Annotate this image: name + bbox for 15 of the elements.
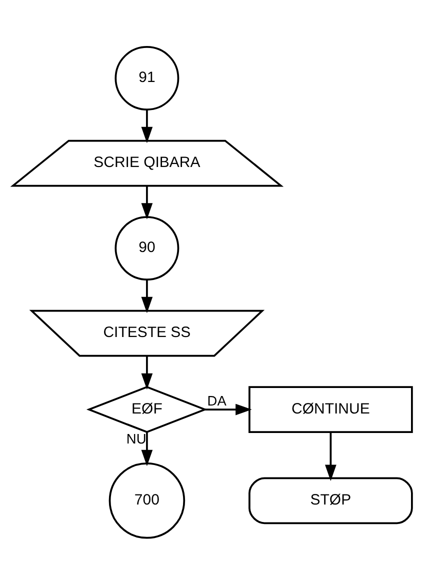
node-circle: 91 [114,46,180,110]
arrow [204,404,252,416]
arrow [141,280,153,314]
node-circle: 700 [108,462,186,539]
edge-label: NU [126,431,146,446]
arrow [141,186,153,220]
arrow [141,432,153,466]
arrow [325,432,336,481]
node-circle: 90 [114,216,180,281]
arrow [141,356,153,390]
arrow [141,110,153,144]
edge-label: DA [207,394,226,409]
node-box: CØNTINUE [248,386,413,433]
node-diamond: EØF [86,386,208,434]
node-box: STØP [248,477,413,524]
